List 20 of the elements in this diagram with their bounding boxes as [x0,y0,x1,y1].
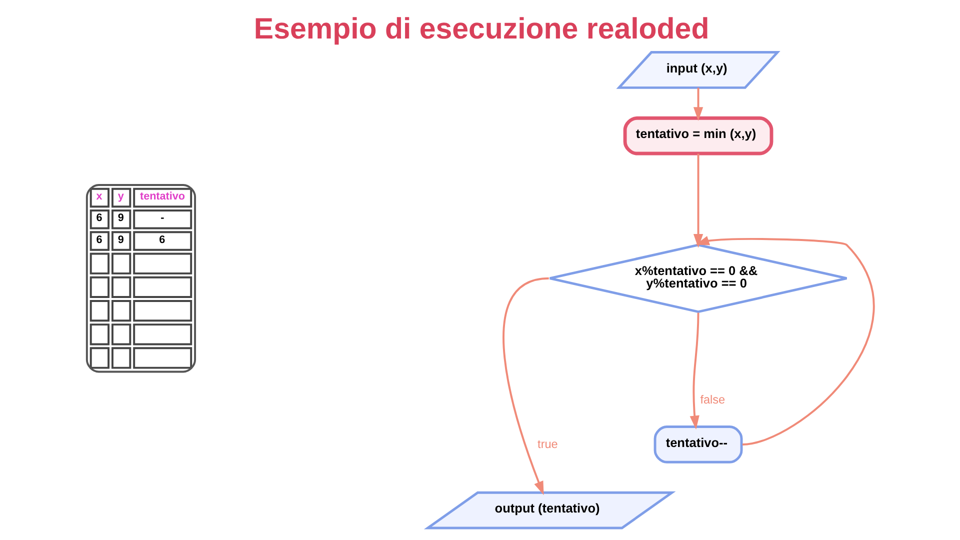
label: 6 [96,212,102,224]
label: 9 [118,212,124,224]
arrow [693,154,704,248]
diagram-title: Esempio di esecuzione realoded [254,12,710,46]
label: 6 [159,234,166,246]
label: y [118,190,124,203]
edge-label: false [700,393,726,406]
label: tentativo [140,190,185,203]
label: 6 [96,234,102,246]
arrow [693,88,704,121]
edge-label: true [538,438,558,451]
node-box: tentativo = min (x,y) [623,116,774,156]
label: - [160,212,164,224]
label: x [96,190,102,203]
label: 9 [118,234,124,246]
arrow [502,277,550,496]
node-box: tentativo-- [654,426,743,464]
arrow [690,312,700,430]
arrow [695,236,875,446]
node-diamond: x%tentativo == 0 && y%tentativo == 0 [548,244,848,314]
